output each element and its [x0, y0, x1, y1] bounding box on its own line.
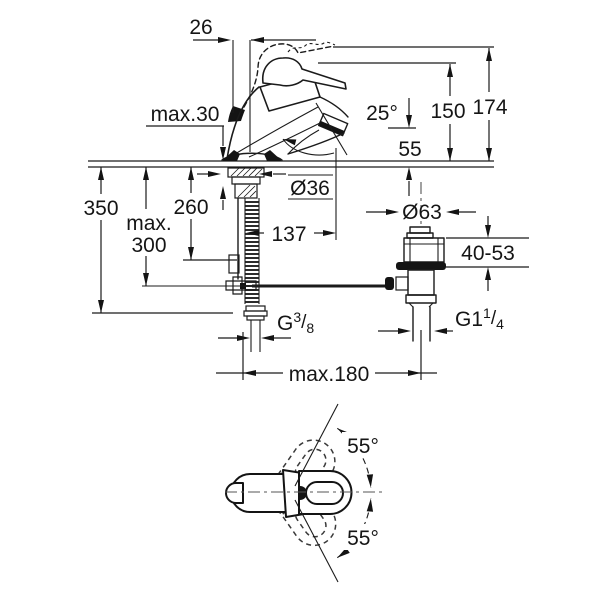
rod-tee-horizontal — [225, 280, 257, 291]
dim-dia36-label: Ø36 — [290, 177, 330, 200]
dim-max300-label-line1: max. — [126, 212, 172, 235]
side-view: 26 max.30 25° 55 150 174 350 max. 300 26… — [81, 16, 529, 386]
waste-knob-top — [409, 226, 431, 234]
ball-joint-boss — [395, 276, 409, 291]
dim-55-label: 55 — [398, 138, 421, 161]
dim-350-label: 350 — [83, 197, 118, 220]
dim-137-label: 137 — [271, 223, 306, 246]
spout-top-inner — [305, 481, 344, 505]
base-wedge-left — [222, 150, 240, 161]
swivel-arc — [282, 138, 335, 156]
dim-25deg-label: 25° — [366, 102, 398, 125]
waste-mid-body — [407, 269, 435, 296]
waste-assembly — [385, 182, 446, 342]
faucet-top-drawing — [225, 469, 385, 518]
counter-lines — [88, 160, 494, 168]
hose-nut-bottom — [246, 315, 265, 321]
lever-handle — [261, 57, 347, 90]
nut-hatching — [237, 184, 257, 198]
swivel-line-up — [294, 403, 339, 487]
dim-4053-label: 40-53 — [461, 242, 515, 265]
ball-joint-knob — [385, 277, 394, 290]
dim-max180-label: max.180 — [289, 363, 370, 386]
dim-max30-label: max.30 — [151, 103, 220, 126]
body-left-edge — [226, 86, 260, 160]
dimensions — [92, 37, 529, 380]
dim-260-label: 260 — [173, 196, 208, 219]
spout-return-curve — [287, 129, 320, 155]
dim-174-label: 174 — [472, 96, 507, 119]
mounting-nut — [234, 183, 258, 199]
raised-lever-tip-dashes — [287, 41, 336, 53]
swivel-angle-dimension: 55° 55° — [294, 403, 384, 583]
waste-collar — [405, 294, 437, 304]
body-curve-1 — [234, 106, 319, 155]
pivot-dot — [300, 486, 307, 500]
dimension-labels: 26 max.30 25° 55 150 174 350 max. 300 26… — [81, 16, 515, 386]
swivel-line-down — [294, 499, 339, 583]
dim-150-label: 150 — [430, 100, 465, 123]
washer-hatching — [230, 167, 263, 177]
hose-nut-top — [245, 305, 266, 312]
spout-top-edge — [319, 96, 349, 118]
dim-dia63-label: Ø63 — [402, 201, 442, 224]
rod-tee-vertical — [232, 276, 243, 295]
raised-lever-dashed — [243, 43, 335, 108]
rod-guide — [228, 254, 240, 274]
aerator-angle-line — [315, 102, 348, 156]
hose-nut — [243, 310, 268, 317]
waste-seal-flange — [396, 262, 446, 270]
base-wedge-right — [264, 150, 282, 161]
top-view: 55° 55° — [225, 403, 385, 583]
swivel-up-label: 55° — [347, 435, 379, 458]
dim-g114-label: G11/4 — [455, 305, 504, 332]
under-counter-assembly — [142, 167, 387, 352]
spout-underside — [287, 132, 345, 155]
dim-g38-label: G3/8 — [277, 309, 314, 336]
waste-knob — [406, 232, 434, 239]
mounting-plate — [231, 176, 261, 185]
lever-end-notch — [225, 482, 244, 504]
swivel-arc-arrowhead — [283, 139, 297, 146]
dim-26-label: 26 — [189, 16, 212, 39]
dim-max300-label-line2: 300 — [131, 234, 166, 257]
faucet-side-drawing — [221, 41, 349, 161]
swivel-down-label: 55° — [347, 527, 379, 550]
